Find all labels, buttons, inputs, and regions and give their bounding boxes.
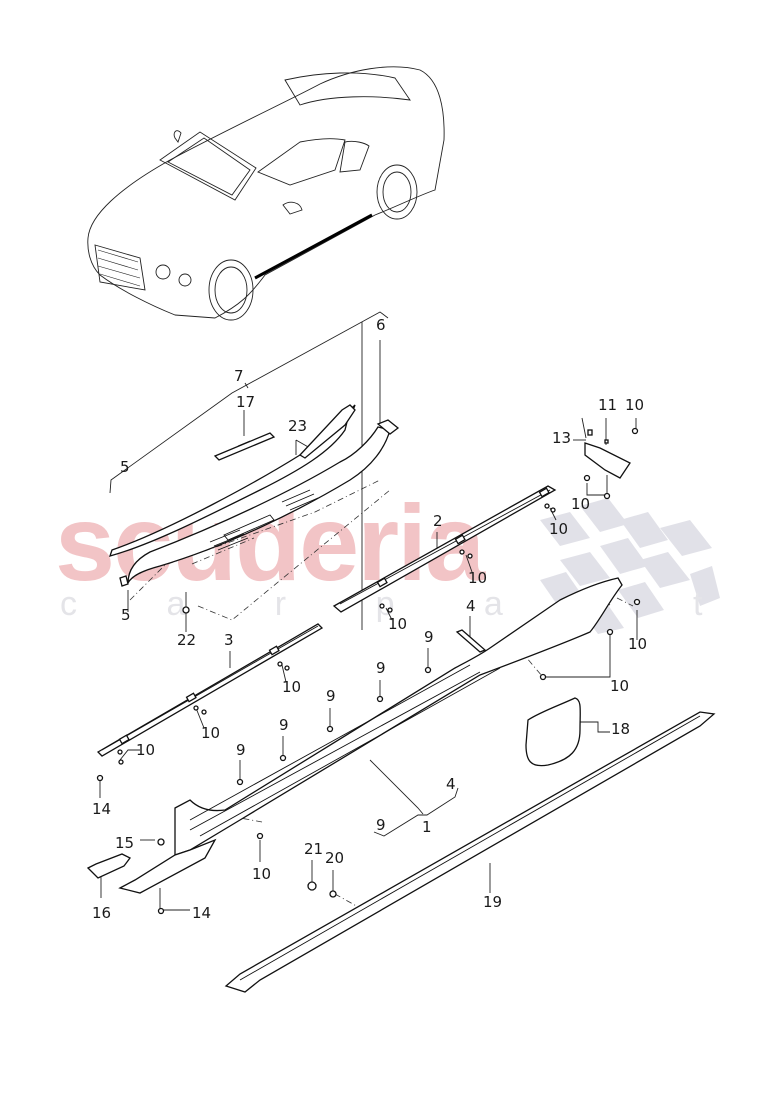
- callout-16[interactable]: 16: [92, 904, 111, 922]
- callout-20[interactable]: 20: [325, 849, 344, 867]
- callout-10[interactable]: 10: [625, 396, 644, 414]
- callout-6[interactable]: 6: [376, 316, 386, 334]
- callout-1[interactable]: 1: [422, 818, 432, 836]
- callout-3[interactable]: 3: [224, 631, 234, 649]
- callout-10[interactable]: 10: [252, 865, 271, 883]
- bracket-16[interactable]: [86, 853, 131, 879]
- callout-7[interactable]: 7: [234, 367, 244, 385]
- callout-10[interactable]: 10: [136, 741, 155, 759]
- callout-17[interactable]: 17: [236, 393, 255, 411]
- trim-strip-23[interactable]: [298, 404, 356, 459]
- callout-10[interactable]: 10: [628, 635, 647, 653]
- callout-15[interactable]: 15: [115, 834, 134, 852]
- callout-labels: 1 2 3 4 4 5 5 6 7 9 9 9 9 9 9 10 10 10 1…: [92, 316, 647, 922]
- callout-10[interactable]: 10: [468, 569, 487, 587]
- callout-2[interactable]: 2: [433, 512, 443, 530]
- pad-18[interactable]: [525, 697, 581, 767]
- callout-5[interactable]: 5: [120, 458, 130, 476]
- car-illustration: [87, 66, 445, 321]
- screw-22[interactable]: [182, 606, 190, 614]
- callout-10[interactable]: 10: [201, 724, 220, 742]
- callout-11[interactable]: 11: [598, 396, 617, 414]
- fasteners: [96, 427, 641, 915]
- callout-9[interactable]: 9: [376, 659, 386, 677]
- callout-5[interactable]: 5: [121, 606, 131, 624]
- callout-14[interactable]: 14: [92, 800, 111, 818]
- callout-23[interactable]: 23: [288, 417, 307, 435]
- callout-10[interactable]: 10: [388, 615, 407, 633]
- callout-14[interactable]: 14: [192, 904, 211, 922]
- trim-4[interactable]: [455, 629, 487, 653]
- seal-6[interactable]: [376, 419, 400, 435]
- leader-lines: [99, 311, 638, 911]
- watermark-sub: c a r p a r t s: [60, 585, 778, 623]
- rail-3[interactable]: [96, 623, 324, 757]
- callout-13[interactable]: 13: [552, 429, 571, 447]
- clip-5[interactable]: [119, 575, 129, 587]
- bracket-13[interactable]: [584, 429, 631, 479]
- callout-4[interactable]: 4: [446, 775, 456, 793]
- callout-10[interactable]: 10: [282, 678, 301, 696]
- callout-19[interactable]: 19: [483, 893, 502, 911]
- callout-10[interactable]: 10: [610, 677, 629, 695]
- callout-18[interactable]: 18: [611, 720, 630, 738]
- sill-panel-1[interactable]: [118, 577, 623, 894]
- callout-9[interactable]: 9: [279, 716, 289, 734]
- callout-9[interactable]: 9: [236, 741, 246, 759]
- rocker-panel-19[interactable]: [224, 711, 716, 993]
- callout-9[interactable]: 9: [326, 687, 336, 705]
- callout-4[interactable]: 4: [466, 597, 476, 615]
- callout-10[interactable]: 10: [571, 495, 590, 513]
- callout-21[interactable]: 21: [304, 840, 323, 858]
- callout-9[interactable]: 9: [424, 628, 434, 646]
- callout-22[interactable]: 22: [177, 631, 196, 649]
- callout-10[interactable]: 10: [549, 520, 568, 538]
- badge-17[interactable]: [213, 432, 276, 461]
- callout-9[interactable]: 9: [376, 816, 386, 834]
- rail-2[interactable]: [332, 485, 557, 613]
